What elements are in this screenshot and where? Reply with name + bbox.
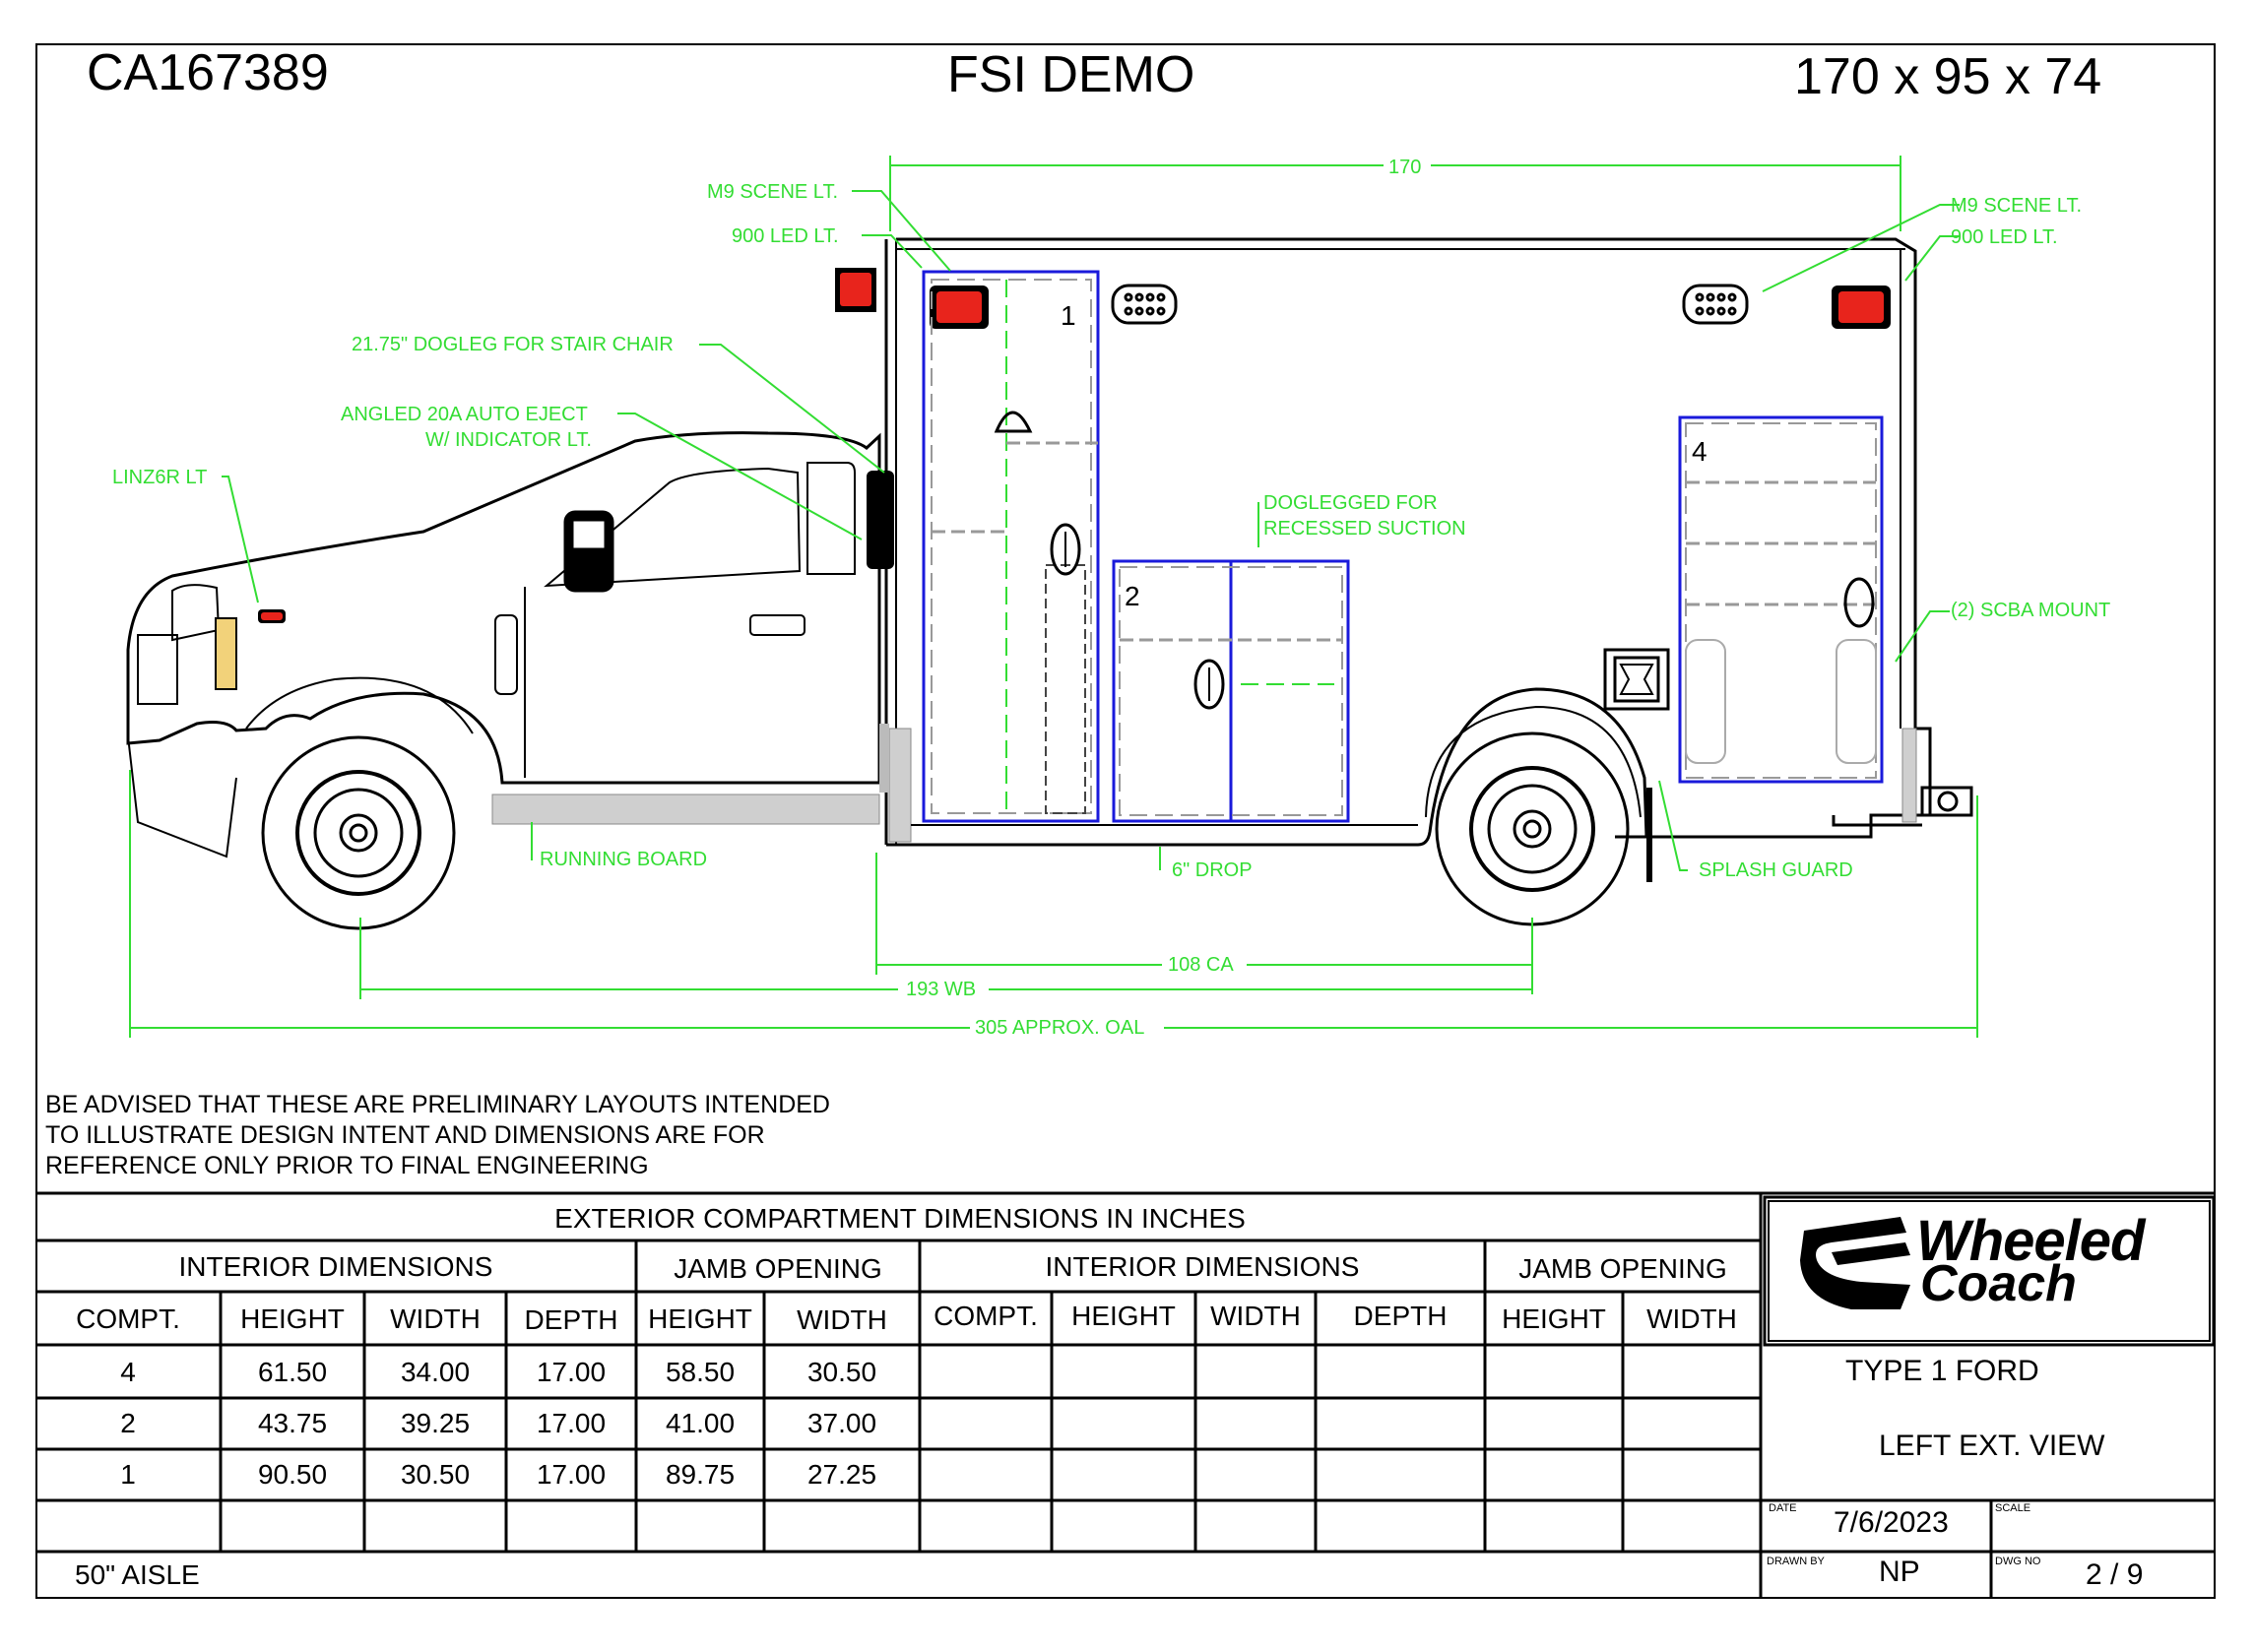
row-4-height: 61.50 bbox=[257, 1357, 328, 1387]
col-height-left: HEIGHT bbox=[240, 1303, 345, 1334]
callout-m9-scene-left: M9 SCENE LT. bbox=[707, 181, 838, 203]
row-2-depth: 17.00 bbox=[536, 1408, 607, 1438]
aisle-note: 50" AISLE bbox=[75, 1559, 200, 1590]
row-4-width: 34.00 bbox=[400, 1357, 471, 1387]
front-wheel bbox=[261, 735, 456, 930]
compartment-1-door bbox=[922, 270, 1100, 823]
date-label: DATE bbox=[1769, 1502, 1797, 1514]
marker-light-front-top bbox=[835, 268, 876, 312]
rear-wheel bbox=[1435, 731, 1630, 926]
disclaimer-line-2: TO ILLUSTRATE DESIGN INTENT AND DIMENSIO… bbox=[45, 1121, 765, 1149]
table-title: EXTERIOR COMPARTMENT DIMENSIONS IN INCHE… bbox=[554, 1203, 1246, 1234]
drawn-by-value: NP bbox=[1879, 1556, 1920, 1588]
dwg-no-label: DWG NO bbox=[1995, 1556, 2041, 1567]
row-1-height: 90.50 bbox=[257, 1459, 328, 1490]
callout-splash-guard: SPLASH GUARD bbox=[1699, 859, 1853, 881]
row-1-jamb-height: 89.75 bbox=[665, 1459, 736, 1490]
col-depth-right: DEPTH bbox=[1353, 1301, 1448, 1331]
cab-rear-rail bbox=[879, 724, 889, 793]
scale-label: SCALE bbox=[1995, 1502, 2031, 1514]
row-2-width: 39.25 bbox=[400, 1408, 471, 1438]
compartment-4-door bbox=[1678, 415, 1884, 784]
col-jamb-height-left: HEIGHT bbox=[648, 1303, 752, 1334]
dim-cab-to-axle: 108 CA bbox=[1168, 954, 1234, 976]
date-value: 7/6/2023 bbox=[1834, 1506, 1949, 1539]
model-type: TYPE 1 FORD bbox=[1845, 1355, 2039, 1387]
callout-m9-scene-right: M9 SCENE LT. bbox=[1951, 195, 2082, 217]
row-4-jamb-height: 58.50 bbox=[665, 1357, 736, 1387]
logo-wordmark-2: Coach bbox=[1920, 1255, 2077, 1312]
col-jamb-width-left: WIDTH bbox=[797, 1304, 887, 1335]
scene-light-left bbox=[1111, 284, 1178, 325]
col-width-left: WIDTH bbox=[390, 1303, 481, 1334]
scene-light-right bbox=[1682, 284, 1749, 325]
row-2-jamb-height: 41.00 bbox=[665, 1408, 736, 1438]
compartment-1-number: 1 bbox=[1061, 300, 1076, 331]
col-compt-left: COMPT. bbox=[76, 1303, 180, 1334]
marker-light-box-front bbox=[930, 286, 989, 329]
row-1-jamb-width: 27.25 bbox=[806, 1459, 877, 1490]
dim-wheelbase: 193 WB bbox=[906, 979, 977, 1000]
callout-linz6r: LINZ6R LT bbox=[112, 467, 208, 488]
col-compt-right: COMPT. bbox=[934, 1301, 1038, 1331]
drawn-by-label: DRAWN BY bbox=[1767, 1556, 1825, 1567]
dim-body-length: 170 bbox=[1388, 157, 1422, 178]
rear-step bbox=[1832, 786, 1973, 827]
splash-guard bbox=[1646, 788, 1652, 882]
job-number: CA167389 bbox=[87, 44, 329, 101]
disclaimer-line-3: REFERENCE ONLY PRIOR TO FINAL ENGINEERIN… bbox=[45, 1152, 649, 1179]
right-group-jamb: JAMB OPENING bbox=[1518, 1253, 1727, 1284]
body-size: 170 x 95 x 74 bbox=[1794, 48, 2102, 105]
dwg-no-value: 2 / 9 bbox=[2086, 1558, 2144, 1591]
logo-wordmark-1: Wheeled bbox=[1916, 1209, 2145, 1273]
row-2-height: 43.75 bbox=[257, 1408, 328, 1438]
callout-running-board: RUNNING BOARD bbox=[540, 849, 708, 870]
customer-name: FSI DEMO bbox=[947, 46, 1195, 103]
row-2-compt: 2 bbox=[120, 1408, 136, 1438]
callout-doglegged-1: DOGLEGGED FOR bbox=[1263, 492, 1438, 514]
row-1-width: 30.50 bbox=[400, 1459, 471, 1490]
compartment-2-door bbox=[1112, 559, 1350, 823]
row-1-depth: 17.00 bbox=[536, 1459, 607, 1490]
callout-scba-mount: (2) SCBA MOUNT bbox=[1951, 600, 2111, 621]
callout-900-led-right: 900 LED LT. bbox=[1951, 226, 2058, 248]
col-height-right: HEIGHT bbox=[1071, 1301, 1176, 1331]
callout-900-led-left: 900 LED LT. bbox=[732, 225, 839, 247]
compartment-2-number: 2 bbox=[1125, 581, 1140, 611]
box-rub-rail-rear bbox=[1901, 728, 1917, 823]
right-group-interior: INTERIOR DIMENSIONS bbox=[1045, 1251, 1360, 1282]
auto-eject-plug bbox=[867, 471, 894, 569]
row-1-compt: 1 bbox=[120, 1459, 136, 1490]
col-width-right: WIDTH bbox=[1210, 1301, 1301, 1331]
left-group-jamb: JAMB OPENING bbox=[674, 1253, 882, 1284]
row-4-compt: 4 bbox=[120, 1357, 136, 1387]
disclaimer-line-1: BE ADVISED THAT THESE ARE PRELIMINARY LA… bbox=[45, 1091, 830, 1118]
col-jamb-height-right: HEIGHT bbox=[1502, 1303, 1606, 1334]
row-4-jamb-width: 30.50 bbox=[806, 1357, 877, 1387]
suction-inlet bbox=[1603, 648, 1670, 711]
callout-6in-drop: 6" DROP bbox=[1172, 859, 1253, 881]
callout-doglegged-2: RECESSED SUCTION bbox=[1263, 518, 1466, 540]
compartment-4-number: 4 bbox=[1692, 436, 1707, 467]
marker-light-box-rear bbox=[1832, 286, 1891, 329]
row-2-jamb-width: 37.00 bbox=[806, 1408, 877, 1438]
col-depth-left: DEPTH bbox=[524, 1304, 618, 1335]
row-4-depth: 17.00 bbox=[536, 1357, 607, 1387]
callout-auto-eject-2: W/ INDICATOR LT. bbox=[425, 429, 592, 451]
col-jamb-width-right: WIDTH bbox=[1646, 1303, 1737, 1334]
callout-leaders bbox=[129, 156, 1978, 1038]
drawing-sheet bbox=[35, 43, 2216, 1599]
dim-overall-length: 305 APPROX. OAL bbox=[975, 1017, 1145, 1039]
wheeled-coach-logo-mark bbox=[1800, 1217, 1910, 1309]
truck-cab bbox=[126, 431, 881, 858]
view-name: LEFT EXT. VIEW bbox=[1879, 1430, 2105, 1462]
callout-dogleg-stair-chair: 21.75" DOGLEG FOR STAIR CHAIR bbox=[352, 334, 674, 355]
running-board bbox=[491, 794, 880, 825]
callout-auto-eject-1: ANGLED 20A AUTO EJECT bbox=[341, 404, 588, 425]
left-group-interior: INTERIOR DIMENSIONS bbox=[178, 1251, 493, 1282]
